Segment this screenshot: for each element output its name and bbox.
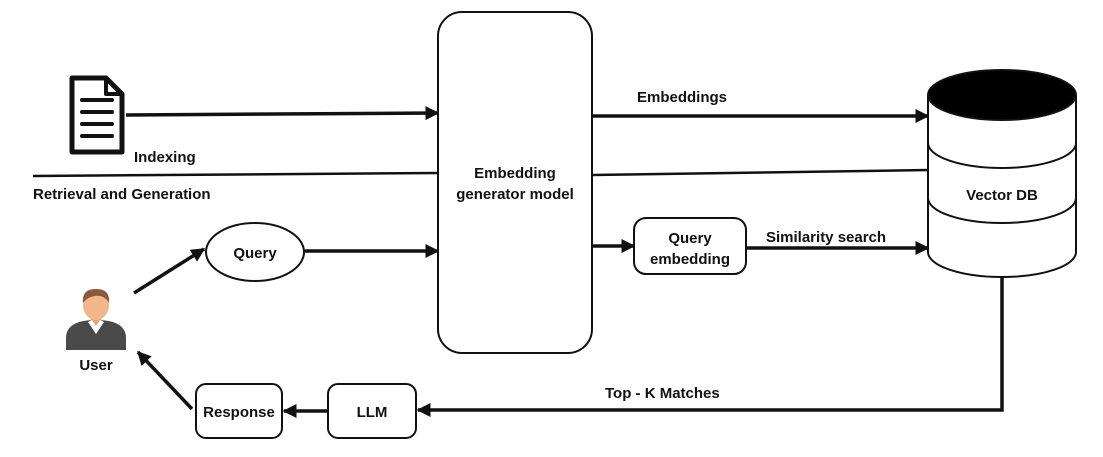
query-embedding-box [633, 217, 747, 275]
document-icon [69, 75, 125, 155]
query-embedding-label-line2: embedding [650, 251, 730, 268]
query-label: Query [233, 245, 277, 262]
divider-left [32, 171, 439, 178]
vector-db-label: Vector DB [966, 187, 1038, 204]
retrieval-generation-label: Retrieval and Generation [33, 186, 211, 203]
llm-label: LLM [357, 404, 388, 421]
embeddings-label: Embeddings [637, 89, 727, 106]
response-label: Response [203, 404, 275, 421]
embedding-model-label-line2: generator model [456, 186, 574, 203]
user-avatar-icon [66, 289, 126, 350]
query-embedding-label-line1: Query [668, 230, 712, 247]
response-box [195, 383, 283, 439]
database-cylinder-icon [927, 69, 1077, 278]
embedding-model-box [437, 11, 593, 354]
top-k-matches-label: Top - K Matches [605, 385, 720, 402]
arrow-document-to-model [125, 106, 440, 121]
divider-right [591, 168, 929, 177]
arrow-top-k-matches [416, 277, 1004, 417]
indexing-label: Indexing [134, 149, 196, 166]
similarity-search-label: Similarity search [766, 229, 886, 246]
arrow-response-to-user [136, 350, 194, 411]
embedding-model-label-line1: Embedding [474, 165, 556, 182]
user-label: User [79, 357, 113, 374]
arrow-user-to-query [133, 247, 206, 295]
